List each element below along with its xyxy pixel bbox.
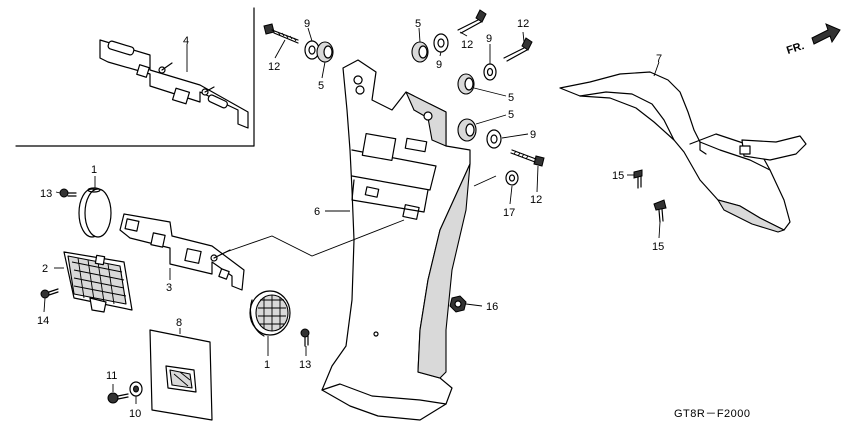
callout-label: 1 <box>91 164 97 176</box>
callout-label: 9 <box>304 18 310 30</box>
callout-label: 16 <box>486 301 498 313</box>
callout-label: 2 <box>42 263 48 275</box>
bracket-part-3 <box>119 213 245 291</box>
callout-labels: 9 12 5 5 12 12 9 9 5 5 9 4 7 1 13 6 17 1… <box>37 18 664 420</box>
washer-9-top-mid <box>433 33 449 53</box>
callout-label: 13 <box>299 359 311 371</box>
callout-label: 9 <box>486 33 492 45</box>
nut-17 <box>505 170 519 186</box>
bolt-12-top-mid <box>457 9 487 34</box>
round-reflector-1-left <box>78 187 112 238</box>
leader-line-3-to-6 <box>225 175 497 257</box>
washer-10 <box>129 381 143 397</box>
callout-label: 5 <box>508 92 514 104</box>
callout-label: 10 <box>129 408 141 420</box>
callout-label: 12 <box>268 61 280 73</box>
callout-label: 9 <box>530 129 536 141</box>
washer-9-top <box>304 40 320 60</box>
callout-label: 13 <box>40 188 52 200</box>
callout-label: 6 <box>314 206 320 218</box>
bolt-12-right <box>510 149 545 167</box>
fender-part-7 <box>559 71 807 233</box>
callout-label: 4 <box>183 35 189 47</box>
screw-15-upper <box>633 169 643 189</box>
round-reflector-1-lower <box>249 290 291 337</box>
washer-9-lower <box>486 129 502 149</box>
callout-label: 15 <box>652 241 664 253</box>
callout-label: 11 <box>106 370 117 382</box>
callout-label: 17 <box>503 207 515 219</box>
rect-reflector-2 <box>63 251 133 313</box>
front-direction-label: FR. <box>785 40 806 57</box>
bolt-12-top-left <box>263 23 299 44</box>
screw-14 <box>40 288 59 299</box>
washer-9-right <box>483 63 497 81</box>
grommet-5-top-left <box>316 41 334 63</box>
screw-15-lower <box>653 199 667 223</box>
callout-label: 7 <box>656 53 662 65</box>
callout-label: 5 <box>415 18 421 30</box>
screw-11 <box>107 392 129 404</box>
callout-label: 5 <box>508 109 514 121</box>
callout-label: 14 <box>37 315 49 327</box>
callout-label: 12 <box>517 18 529 30</box>
callout-label: 1 <box>264 359 270 371</box>
leader-lines <box>43 27 661 404</box>
bolt-12-top-right <box>503 37 533 62</box>
grommet-5-mid-right <box>457 73 475 95</box>
callout-label: 12 <box>530 194 542 206</box>
drawing-code: GT8R－F2000 <box>674 408 751 420</box>
screw-13-left <box>59 188 77 198</box>
rear-fender-part-6 <box>321 59 471 421</box>
callout-label: 15 <box>612 170 624 182</box>
bracket-part-4 <box>99 39 249 129</box>
callout-label: 3 <box>166 282 172 294</box>
callout-label: 9 <box>436 59 442 71</box>
grommet-5-top-mid <box>411 41 429 63</box>
callout-label: 12 <box>461 39 473 51</box>
front-direction-indicator: FR. <box>785 23 841 57</box>
inset-frame <box>15 7 255 147</box>
plate-bracket-part-8 <box>149 329 213 421</box>
grommet-5-lower <box>457 118 477 142</box>
nut-16 <box>449 295 467 313</box>
screw-13-lower <box>300 328 310 347</box>
callout-label: 8 <box>176 317 182 329</box>
callout-label: 5 <box>318 80 324 92</box>
